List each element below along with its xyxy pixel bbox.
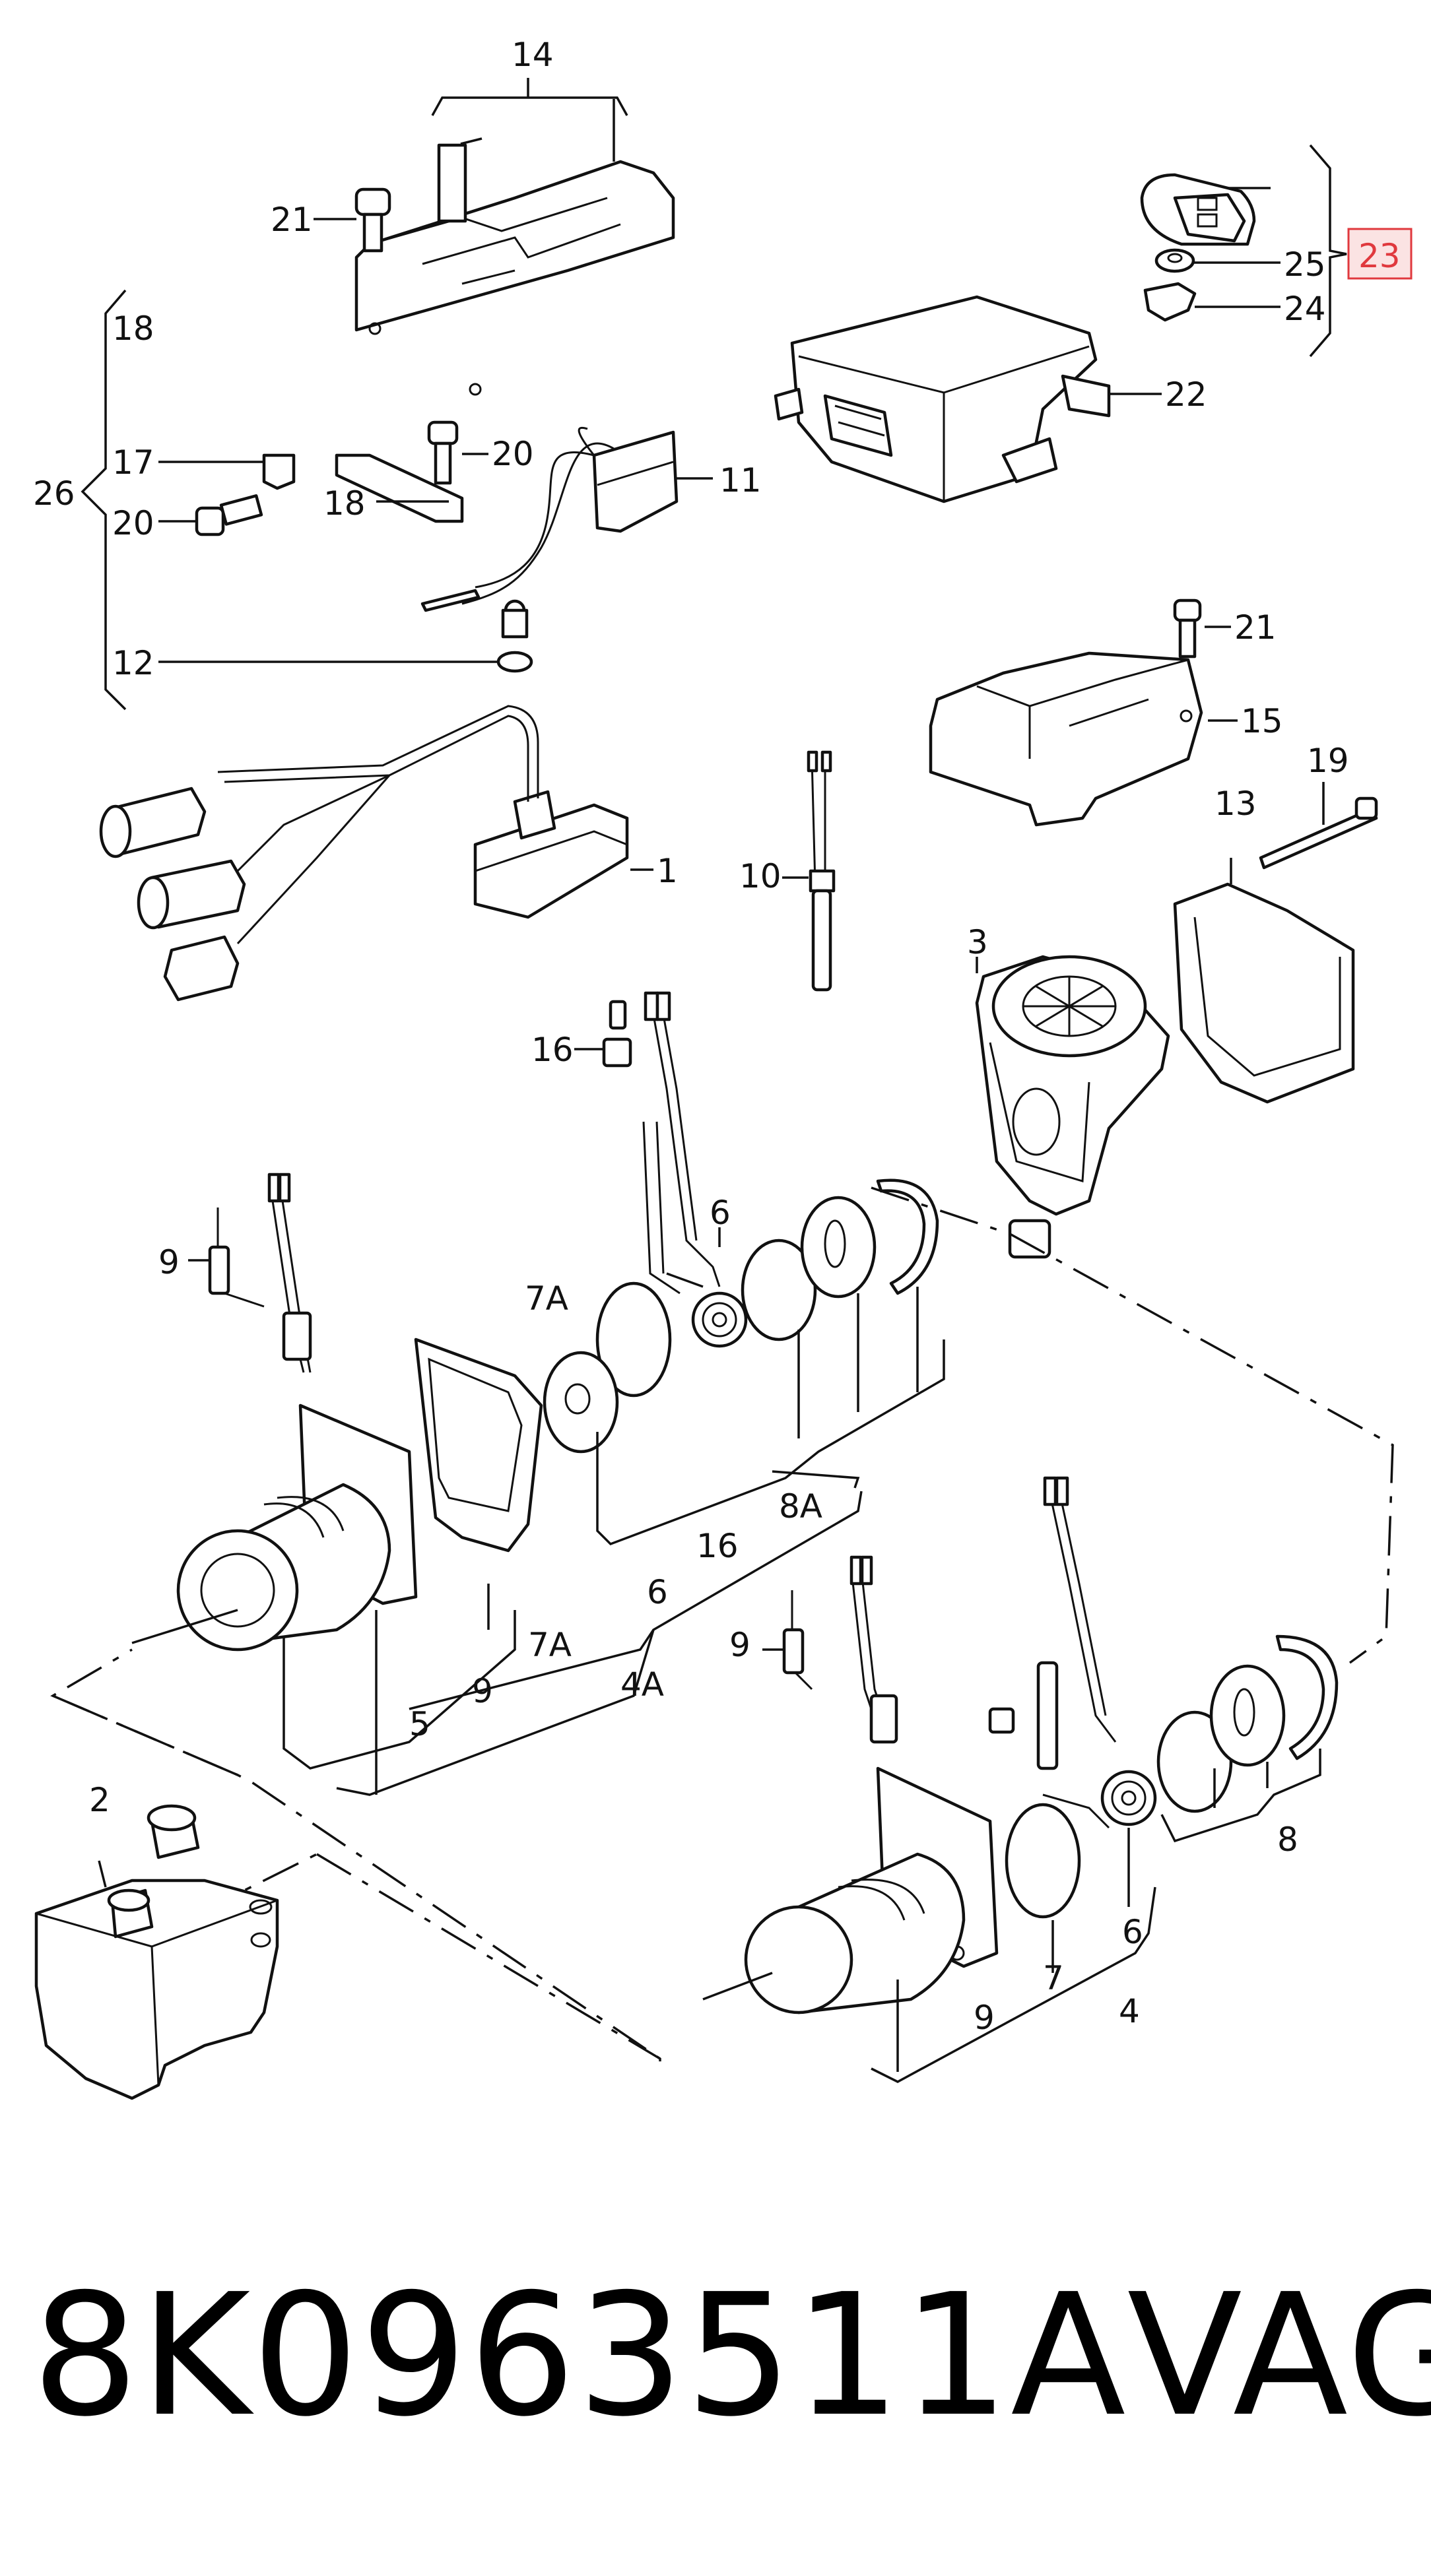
callout-18: 18 (112, 309, 154, 348)
highlighted-callout-23 (1347, 228, 1413, 280)
callout-17: 17 (112, 443, 154, 482)
callout-4A: 4A (620, 1665, 664, 1704)
callout-26: 26 (33, 474, 75, 513)
burner-kit-8A (543, 991, 945, 1546)
sensor-11 (420, 427, 713, 639)
callout-20: 20 (112, 504, 154, 542)
callout-13: 13 (1215, 785, 1257, 823)
callout-8A: 8A (779, 1487, 822, 1526)
callout-21: 21 (271, 201, 313, 239)
callout-9: 9 (729, 1626, 750, 1664)
callout-11: 11 (719, 461, 762, 499)
wiring-harness-1 (99, 705, 653, 1002)
callout-20: 20 (492, 435, 534, 473)
part-footer: 8K0963511A VAG (32, 2257, 1431, 2454)
screw-21-top (314, 187, 391, 253)
callout-3: 3 (967, 923, 988, 961)
callout-6: 6 (647, 1573, 668, 1611)
callout-24: 24 (1284, 290, 1326, 328)
part-16-top (574, 1000, 632, 1068)
control-unit-22 (774, 295, 1162, 503)
blower-3 (975, 955, 1170, 1259)
callout-8: 8 (1277, 1820, 1298, 1859)
callout-22: 22 (1165, 375, 1207, 414)
bracket-26 (81, 289, 533, 711)
callout-4: 4 (1119, 1992, 1140, 2030)
callout-9: 9 (472, 1672, 493, 1710)
part-number: 8K0963511A (32, 2257, 1127, 2454)
callout-15: 15 (1241, 702, 1283, 740)
cover-15 (929, 598, 1238, 827)
callout-labels: 14 21 18 26 17 20 20 18 11 12 23 25 24 2… (33, 36, 1401, 2037)
callout-5: 5 (409, 1705, 430, 1743)
callout-7A: 7A (528, 1626, 572, 1664)
brand-name: VAG (1127, 2257, 1431, 2454)
callout-1: 1 (657, 852, 678, 890)
burner-kit-4 (702, 1476, 1339, 2083)
callout-16: 16 (531, 1031, 574, 1069)
callout-9: 9 (974, 1999, 995, 2037)
callout-10: 10 (739, 857, 782, 895)
heater-head-5 (131, 1173, 655, 1795)
callout-23: 23 (1358, 237, 1401, 275)
cover-assembly-14 (354, 78, 675, 396)
bracket-13 (1173, 782, 1378, 1104)
callout-25: 25 (1284, 245, 1326, 284)
callout-6: 6 (1122, 1913, 1143, 1951)
sensor-10 (782, 750, 836, 992)
callout-18: 18 (323, 484, 366, 523)
callout-9: 9 (158, 1243, 180, 1281)
callout-19: 19 (1307, 742, 1349, 780)
callout-16: 16 (696, 1527, 739, 1565)
bracket-4A (336, 1491, 863, 1796)
callout-7: 7 (1043, 1959, 1064, 1997)
callout-21: 21 (1234, 608, 1277, 647)
callout-7A: 7A (525, 1279, 568, 1318)
callout-12: 12 (112, 644, 154, 682)
callout-14: 14 (512, 36, 554, 74)
heater-body-2 (34, 1804, 279, 2100)
callout-6: 6 (710, 1194, 731, 1232)
remote-group-23 (1140, 144, 1413, 358)
callout-2: 2 (89, 1781, 110, 1819)
